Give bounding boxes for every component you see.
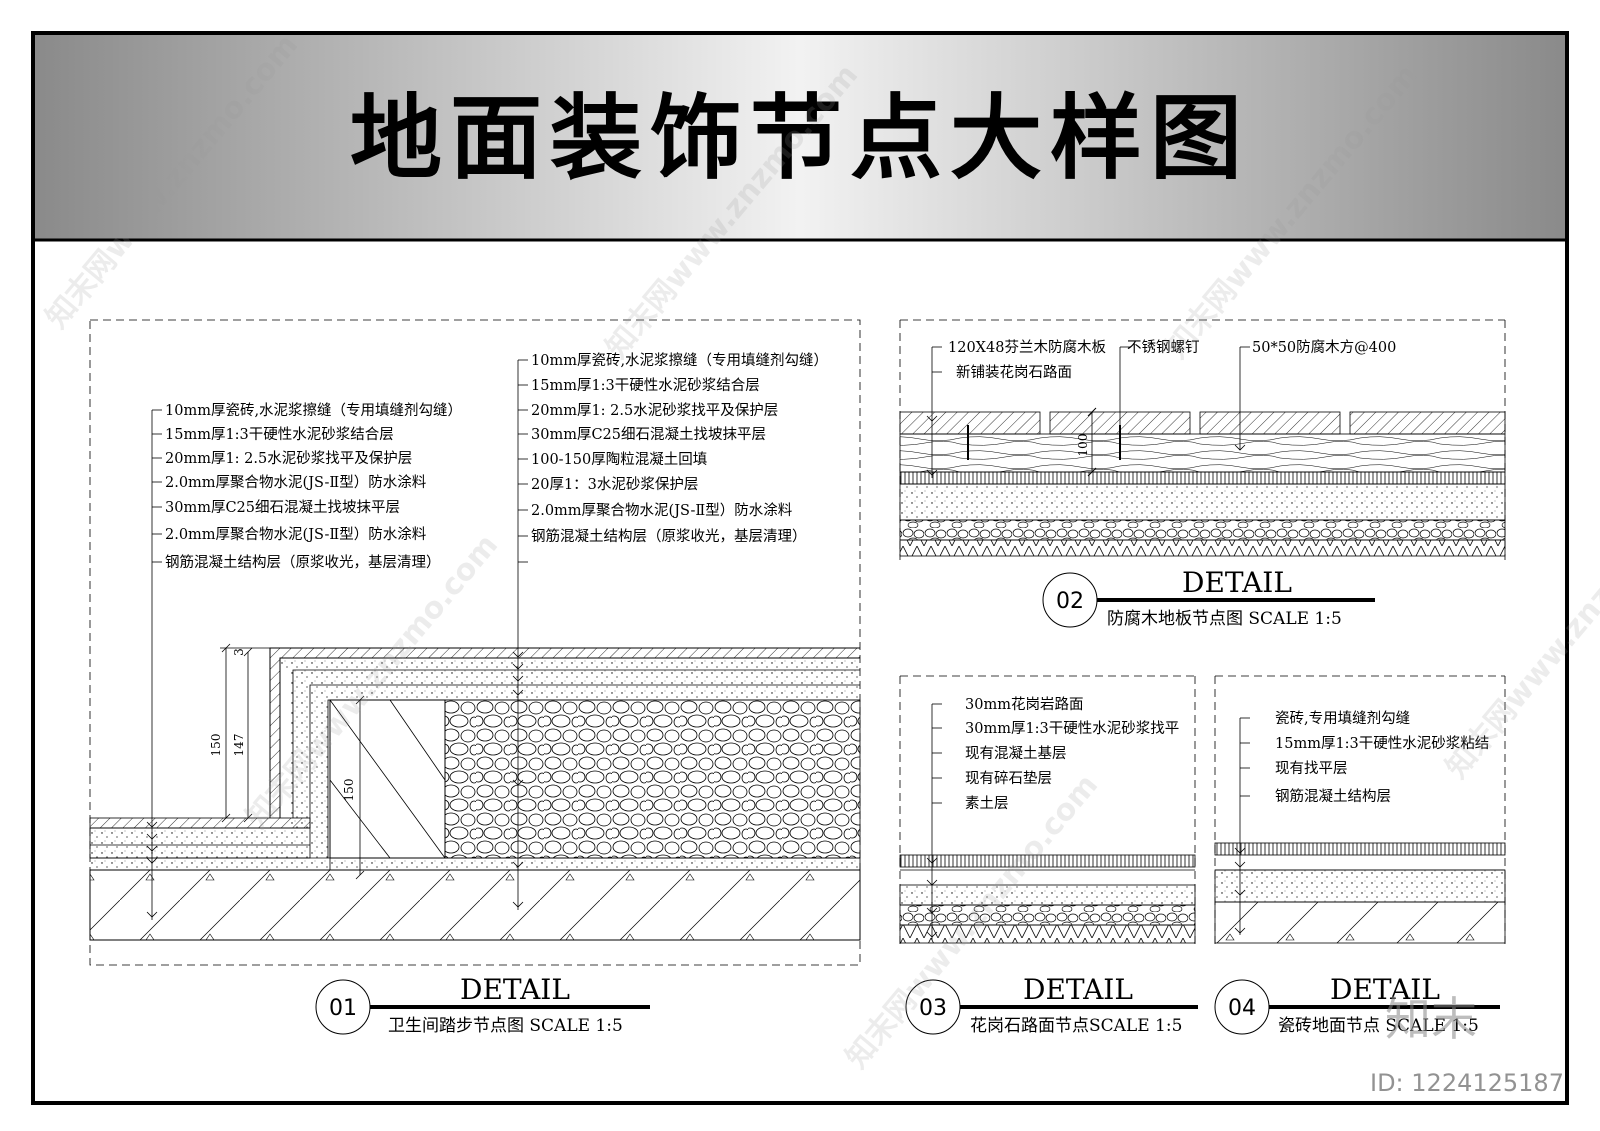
note-01-left-5: 30mm厚C25细石混凝土找坡抹平层 (165, 499, 400, 516)
note-04-4: 钢筋混凝土结构层 (1275, 788, 1391, 805)
dim-100: 100 (1076, 434, 1090, 457)
detail-02: 100 120X48芬兰木防腐木板 不锈钢螺钉 新铺装花岗石路面 50*50防腐… (899, 319, 1506, 629)
detail-01-border (89, 319, 861, 966)
detail-01-number: 01 (329, 996, 357, 1021)
detail-01-label: DETAIL (460, 973, 570, 1006)
detail-02-number: 02 (1056, 589, 1084, 614)
detail-03-number: 03 (919, 996, 947, 1021)
watermark-id: ID: 1224125187 (1370, 1069, 1564, 1097)
page-title: 地面装饰节点大样图 (350, 84, 1250, 192)
note-01-right-7: 2.0mm厚聚合物水泥(JS-Ⅱ型）防水涂料 (531, 502, 792, 519)
detail-03-label: DETAIL (1023, 973, 1133, 1006)
note-01-left-4: 2.0mm厚聚合物水泥(JS-Ⅱ型）防水涂料 (165, 474, 426, 491)
note-02-2: 不锈钢螺钉 (1127, 339, 1200, 356)
note-01-left-2: 15mm厚1:3干硬性水泥砂浆结合层 (165, 425, 394, 443)
detail-04: 瓷砖,专用填缝剂勾缝 15mm厚1:3干硬性水泥砂浆粘结 现有找平层 钢筋混凝土… (1214, 675, 1506, 1036)
title-banner (35, 35, 1565, 240)
detail-01: 150 147 3 150 10mm厚瓷砖,水泥浆擦缝（专用填缝剂勾缝） 15m… (89, 319, 861, 1036)
note-01-right-2: 15mm厚1:3干硬性水泥砂浆结合层 (531, 376, 760, 394)
note-01-right-6: 20厚1：3水泥砂浆保护层 (531, 475, 698, 493)
dim-147: 147 (232, 734, 246, 757)
dim-150-left: 150 (209, 734, 223, 757)
detail-04-number: 04 (1228, 996, 1256, 1021)
note-01-right-4: 30mm厚C25细石混凝土找坡抹平层 (531, 426, 766, 443)
dim-3: 3 (232, 648, 246, 656)
note-01-left-7: 钢筋混凝土结构层（原浆收光，基层清理） (165, 553, 441, 571)
note-01-right-5: 100-150厚陶粒混凝土回填 (531, 451, 707, 468)
dim-150-curb: 150 (342, 779, 356, 802)
detail-03-caption: 花岗石路面节点SCALE 1:5 (970, 1016, 1182, 1036)
detail-02-label: DETAIL (1182, 566, 1292, 599)
detail-01-caption: 卫生间踏步节点图 SCALE 1:5 (388, 1016, 623, 1036)
note-01-right-3: 20mm厚1: 2.5水泥砂浆找平及保护层 (531, 401, 778, 419)
note-02-1: 120X48芬兰木防腐木板 (948, 338, 1106, 356)
detail-02-caption: 防腐木地板节点图 SCALE 1:5 (1107, 609, 1342, 629)
note-01-left-1: 10mm厚瓷砖,水泥浆擦缝（专用填缝剂勾缝） (165, 401, 462, 419)
note-01-right-1: 10mm厚瓷砖,水泥浆擦缝（专用填缝剂勾缝） (531, 351, 828, 369)
note-01-left-6: 2.0mm厚聚合物水泥(JS-Ⅱ型）防水涂料 (165, 526, 426, 543)
detail-04-caption: 瓷砖地面节点 SCALE 1:5 (1278, 1016, 1479, 1036)
detail-03: 30mm花岗岩路面 30mm厚1:3干硬性水泥砂浆找平 现有混凝土基层 现有碎石… (899, 675, 1198, 1036)
note-03-3: 现有混凝土基层 (965, 745, 1067, 762)
note-04-1: 瓷砖,专用填缝剂勾缝 (1275, 710, 1410, 727)
watermark-logo: 知末 (1385, 992, 1477, 1046)
note-03-2: 30mm厚1:3干硬性水泥砂浆找平 (965, 719, 1179, 737)
note-02-4: 50*50防腐木方@400 (1252, 338, 1396, 356)
note-03-5: 素土层 (965, 795, 1009, 812)
note-02-3: 新铺装花岗石路面 (956, 364, 1072, 381)
note-01-left-3: 20mm厚1: 2.5水泥砂浆找平及保护层 (165, 449, 412, 467)
note-03-4: 现有碎石垫层 (965, 770, 1052, 787)
note-01-right-8: 钢筋混凝土结构层（原浆收光，基层清理） (531, 527, 807, 545)
note-04-3: 现有找平层 (1275, 760, 1348, 777)
note-04-2: 15mm厚1:3干硬性水泥砂浆粘结 (1275, 734, 1489, 752)
note-03-1: 30mm花岗岩路面 (965, 696, 1083, 713)
detail-04-label: DETAIL (1330, 973, 1440, 1006)
